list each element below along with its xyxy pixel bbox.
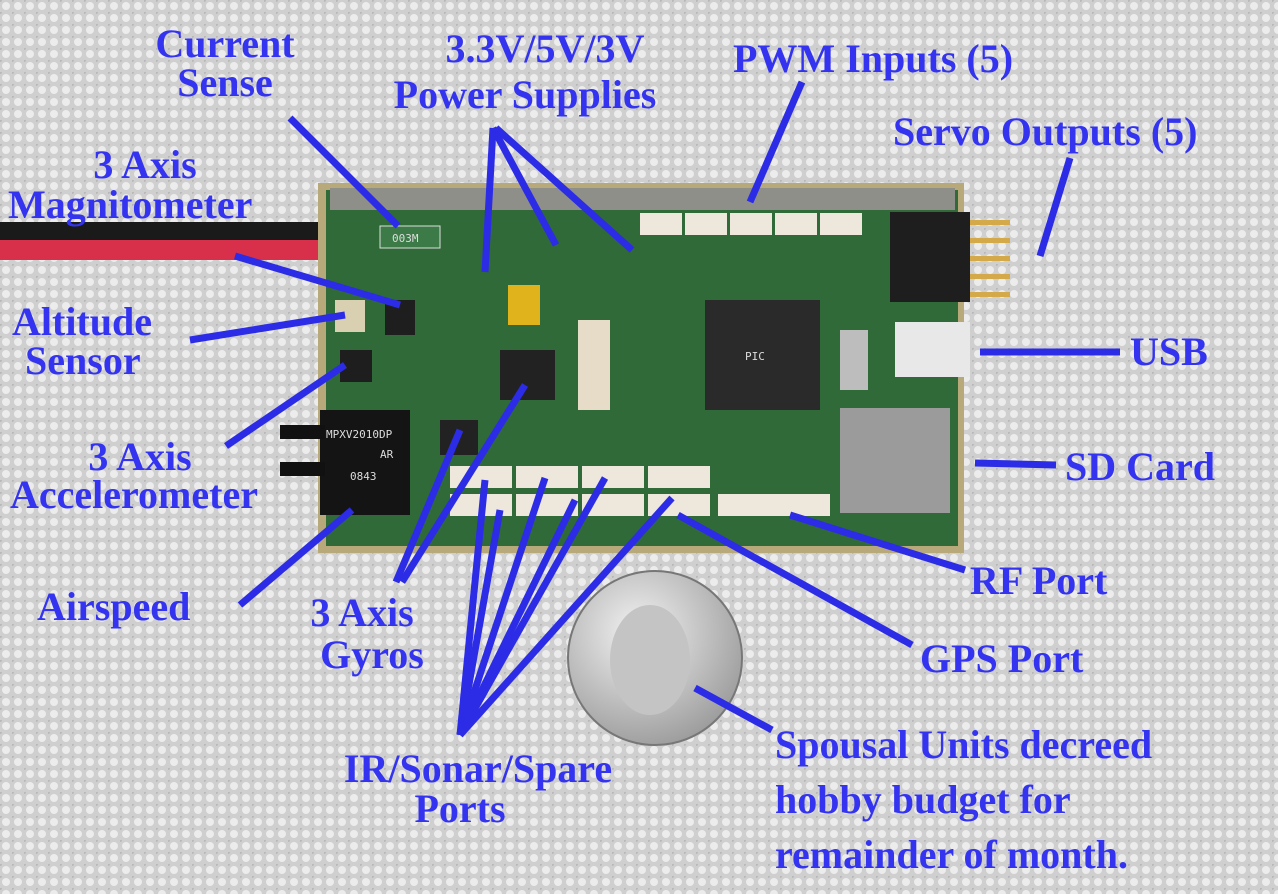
quarter-coin bbox=[567, 570, 743, 746]
label-pwm-inputs: PWM Inputs (5) bbox=[733, 36, 1013, 81]
label-current-sense: Sense bbox=[177, 60, 273, 105]
crystal bbox=[840, 330, 868, 390]
label-ir-sonar-ports: Ports bbox=[414, 786, 505, 831]
label-servo-outputs: Servo Outputs (5) bbox=[893, 109, 1197, 154]
label-accelerometer: Accelerometer bbox=[10, 472, 258, 517]
pressure-sensor-label: MPXV2010DP bbox=[326, 428, 393, 441]
label-ir-sonar-ports: IR/Sonar/Spare bbox=[344, 746, 612, 791]
label-current-sense: Current bbox=[155, 21, 295, 66]
mcu-label: PIC bbox=[745, 350, 765, 363]
label-power-supplies: Power Supplies bbox=[394, 72, 657, 117]
label-gyros: 3 Axis bbox=[310, 590, 413, 635]
sd-card-slot bbox=[840, 408, 950, 513]
label-spousal-budget: remainder of month. bbox=[775, 832, 1128, 877]
pic-microcontroller bbox=[705, 300, 820, 410]
pwm-input-connectors bbox=[640, 213, 862, 235]
label-spousal-budget: Spousal Units decreed bbox=[775, 722, 1152, 767]
label-magnetometer: Magnitometer bbox=[8, 182, 252, 227]
autopilot-board: PIC 003M MPXV2010DP AR 0843 bbox=[280, 183, 1010, 553]
power-cable bbox=[0, 222, 330, 260]
usb-connector bbox=[895, 322, 970, 377]
label-rf-port: RF Port bbox=[970, 558, 1108, 603]
pressure-sensor-label: 0843 bbox=[350, 470, 377, 483]
label-altitude-sensor: Altitude bbox=[12, 299, 152, 344]
label-accelerometer: 3 Axis bbox=[88, 434, 191, 479]
gyro-chip bbox=[500, 350, 555, 400]
label-gps-port: GPS Port bbox=[920, 636, 1084, 681]
servo-header bbox=[890, 212, 1010, 302]
label-gyros: Gyros bbox=[320, 632, 424, 677]
label-airspeed: Airspeed bbox=[37, 584, 190, 629]
shunt-resistor bbox=[379, 225, 441, 249]
label-usb: USB bbox=[1130, 329, 1208, 374]
label-spousal-budget: hobby budget for bbox=[775, 777, 1071, 822]
ribbon-connector bbox=[578, 320, 610, 410]
label-magnetometer: 3 Axis bbox=[93, 142, 196, 187]
shunt-label: 003M bbox=[392, 232, 419, 245]
magnetometer-chip bbox=[385, 300, 415, 335]
pressure-sensor-label: AR bbox=[380, 448, 394, 461]
label-altitude-sensor: Sensor bbox=[25, 338, 141, 383]
ir-sonar-connectors bbox=[450, 466, 830, 516]
annotation-leader-lines bbox=[189, 80, 1120, 738]
tantalum-capacitor bbox=[508, 285, 540, 325]
label-sd-card: SD Card bbox=[1065, 444, 1215, 489]
pressure-sensor bbox=[320, 410, 410, 515]
label-power-supplies: 3.3V/5V/3V bbox=[446, 26, 645, 71]
